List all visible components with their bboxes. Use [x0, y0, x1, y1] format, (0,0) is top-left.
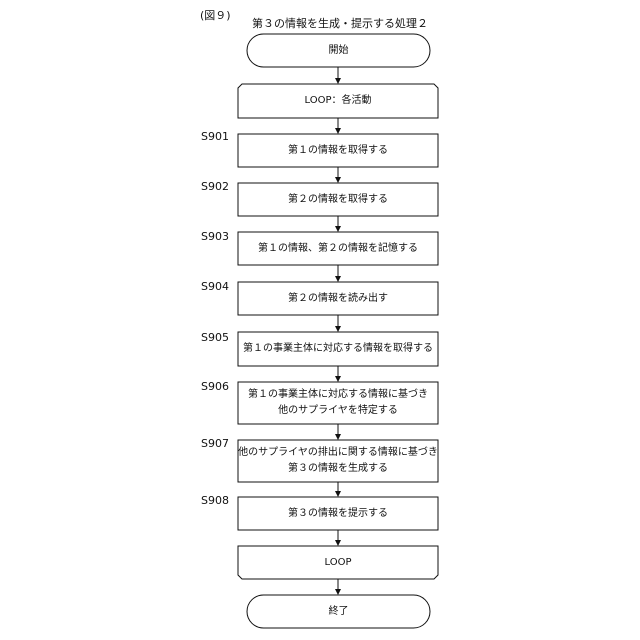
process-step-S908: 第３の情報を提示する [238, 497, 438, 530]
step-id-S905: S905 [201, 331, 229, 344]
step-text: 第１の事業主体に対応する情報を取得する [243, 341, 433, 357]
step-text-line-2: 第３の情報を生成する [288, 461, 388, 477]
start-terminator: 開始 [247, 34, 430, 67]
process-step-S903: 第１の情報、第２の情報を記憶する [238, 232, 438, 265]
process-step-S902: 第２の情報を取得する [238, 183, 438, 216]
step-id-S907: S907 [201, 437, 229, 450]
loop-end: LOOP [238, 546, 438, 579]
step-id-S902: S902 [201, 180, 229, 193]
step-text-line-1: 第１の事業主体に対応する情報に基づき [248, 387, 428, 403]
process-step-S907: 他のサプライヤの排出に関する情報に基づき 第３の情報を生成する [238, 440, 438, 482]
step-text: 第２の情報を取得する [288, 192, 388, 208]
step-id-S908: S908 [201, 494, 229, 507]
start-label: 開始 [329, 43, 349, 59]
process-step-S905: 第１の事業主体に対応する情報を取得する [238, 332, 438, 366]
step-text: 第３の情報を提示する [288, 506, 388, 522]
loop-start: LOOP：各活動 [238, 84, 438, 118]
step-id-S904: S904 [201, 280, 229, 293]
step-text-line-1: 他のサプライヤの排出に関する情報に基づき [238, 445, 438, 461]
process-step-S906: 第１の事業主体に対応する情報に基づき 他のサプライヤを特定する [238, 382, 438, 424]
loop-end-label: LOOP [325, 555, 352, 571]
end-terminator: 終了 [247, 595, 430, 628]
step-text: 第１の情報を取得する [288, 143, 388, 159]
step-id-S901: S901 [201, 130, 229, 143]
end-label: 終了 [329, 604, 349, 620]
loop-start-label: LOOP：各活動 [305, 93, 372, 109]
step-id-S903: S903 [201, 230, 229, 243]
step-text: 第１の情報、第２の情報を記憶する [258, 241, 418, 257]
step-id-S906: S906 [201, 380, 229, 393]
process-step-S901: 第１の情報を取得する [238, 134, 438, 167]
step-text-line-2: 他のサプライヤを特定する [278, 403, 398, 419]
process-step-S904: 第２の情報を読み出す [238, 282, 438, 315]
step-text: 第２の情報を読み出す [288, 291, 388, 307]
